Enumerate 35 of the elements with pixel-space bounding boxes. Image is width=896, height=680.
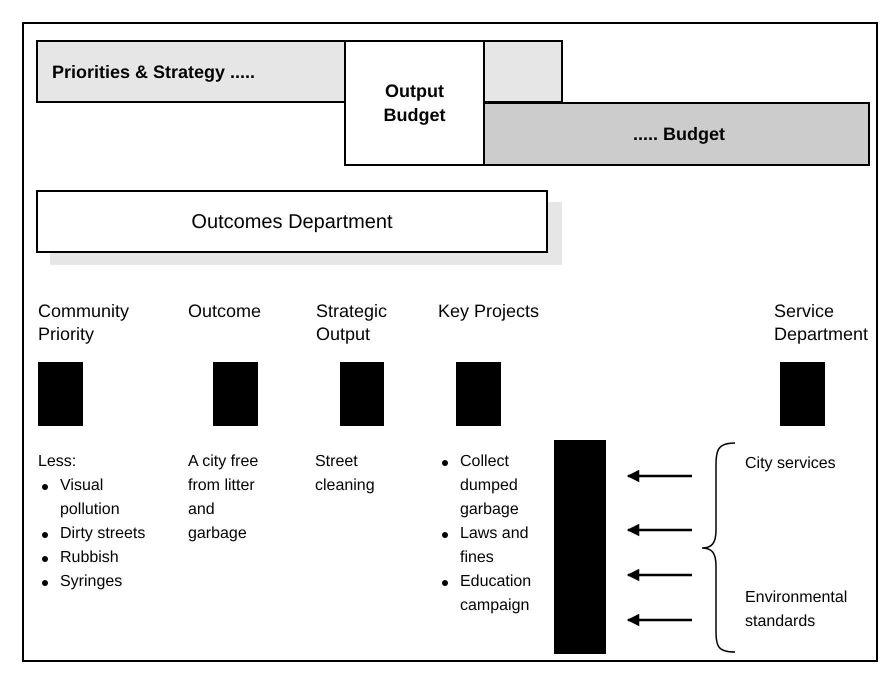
- header-box: [344, 40, 485, 166]
- arrow: [626, 614, 692, 626]
- filled-bar: [38, 362, 83, 426]
- column-heading: Strategic Output: [316, 300, 388, 346]
- filled-bar: [213, 362, 258, 426]
- filled-bar: [554, 440, 606, 654]
- arrow: [626, 470, 692, 482]
- list-item-text: Rubbish: [60, 549, 119, 566]
- list-item-text: Visual pollution: [60, 477, 120, 518]
- header-box: [483, 102, 870, 166]
- filled-bar: [456, 362, 501, 426]
- arrow: [626, 568, 692, 582]
- filled-bar: [340, 362, 384, 426]
- filled-bar: [780, 362, 825, 426]
- empty-box: [482, 40, 563, 103]
- box-label: Outcomes Department: [191, 210, 393, 234]
- list-item-text: Laws and fines: [460, 525, 528, 566]
- column-heading: Outcome: [188, 300, 262, 323]
- list-item-text: Syringes: [60, 573, 122, 590]
- text-label: City services: [745, 454, 837, 474]
- list-item-text: Dirty streets: [60, 525, 146, 542]
- arrow: [626, 524, 692, 536]
- list-item-text: Collect dumped garbage: [460, 453, 519, 518]
- list-item-text: Education campaign: [460, 573, 532, 614]
- box-label: ..... Budget: [633, 123, 725, 146]
- header-box: [36, 40, 346, 103]
- text-label: Street cleaning: [315, 452, 376, 496]
- column-heading: Key Projects: [438, 300, 540, 323]
- column-heading: Community Priority: [38, 300, 130, 346]
- text-label: Environmental standards: [745, 588, 848, 632]
- box-label: Priorities & Strategy .....: [52, 60, 256, 84]
- text-label: Less:: [38, 452, 78, 472]
- text-label: A city free from litter and garbage: [188, 452, 260, 544]
- box-label: Output Budget: [382, 80, 446, 127]
- column-heading: Service Department: [774, 300, 870, 346]
